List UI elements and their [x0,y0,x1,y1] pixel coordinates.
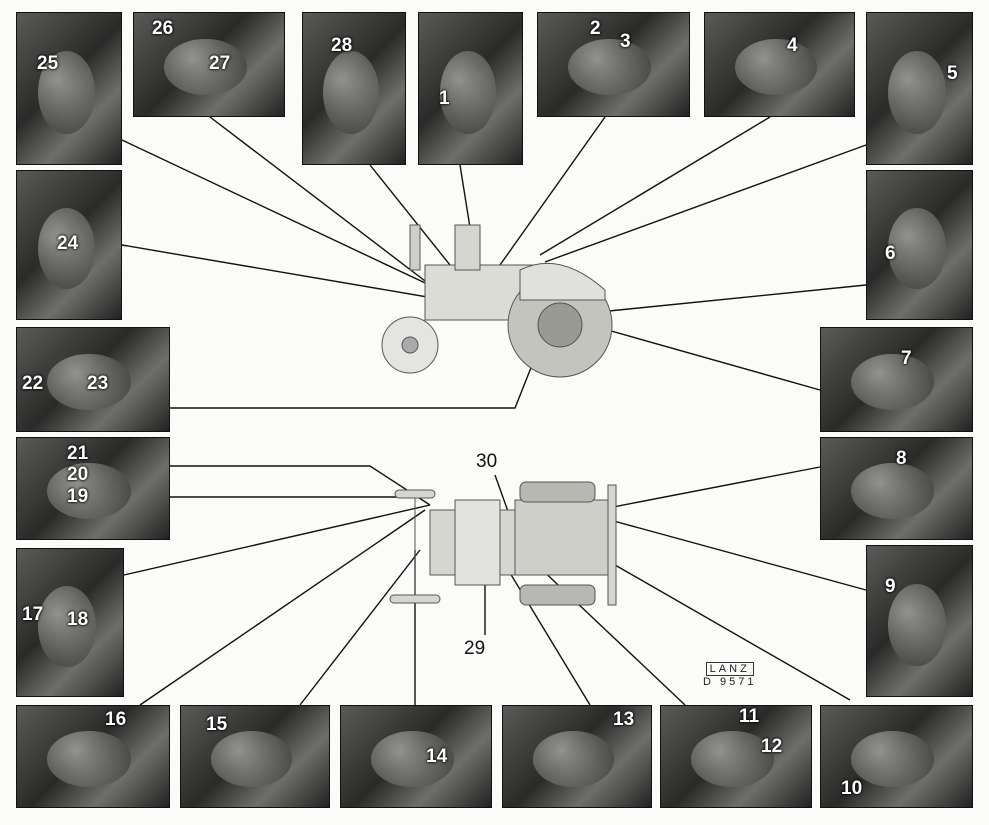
callout-number: 12 [761,736,783,757]
label-30: 30 [476,451,498,472]
callout-number: 21 [67,443,89,464]
callout-number: 19 [67,486,89,507]
callout-number: 24 [57,233,79,254]
label-29: 29 [464,638,486,659]
detail-photo-26-27: 26 27 [133,12,285,117]
detail-photo-1: 1 [418,12,523,165]
callout-number: 23 [87,373,109,394]
logo-brand: LANZ [705,662,754,676]
callout-number: 1 [439,88,450,109]
detail-photo-7: 7 [820,327,973,432]
callout-number: 11 [739,706,760,727]
callout-number: 6 [885,243,896,264]
callout-number: 3 [620,31,631,52]
callout-number: 8 [896,448,907,469]
logo-code: D 9571 [703,676,757,688]
callout-number: 7 [901,348,912,369]
detail-photo-25: 25 [16,12,122,165]
callout-number: 28 [331,35,353,56]
callout-number: 18 [67,609,89,630]
callout-number: 17 [22,604,44,625]
callout-number: 20 [67,464,89,485]
callout-number: 22 [22,373,44,394]
callout-number: 26 [152,18,174,39]
detail-photo-10: 10 [820,705,973,808]
detail-photo-5: 5 [866,12,973,165]
detail-photo-14: 14 [340,705,492,808]
detail-photo-28: 28 [302,12,406,165]
callout-number: 4 [787,35,798,56]
callout-number: 5 [947,63,958,84]
detail-photo-9: 9 [866,545,973,697]
callout-number: 25 [37,53,59,74]
callout-number: 2 [590,18,601,39]
callout-number: 9 [885,576,896,597]
callout-number: 14 [426,746,448,767]
lanz-logo: LANZ D 9571 [703,662,756,688]
detail-photo-6: 6 [866,170,973,320]
callout-number: 13 [613,709,635,730]
detail-photo-24: 24 [16,170,122,320]
detail-photo-13: 13 [502,705,652,808]
detail-photo-15: 15 [180,705,330,808]
detail-photo-16: 16 [16,705,170,808]
detail-photo-22-23: 22 23 [16,327,170,432]
callout-number: 16 [105,709,127,730]
detail-photo-8: 8 [820,437,973,540]
tractor-side-view [381,224,613,378]
callout-number: 10 [841,778,863,799]
callout-number: 27 [209,53,231,74]
tractor-top-view [389,481,617,606]
detail-photo-4: 4 [704,12,855,117]
callout-number: 15 [206,714,228,735]
